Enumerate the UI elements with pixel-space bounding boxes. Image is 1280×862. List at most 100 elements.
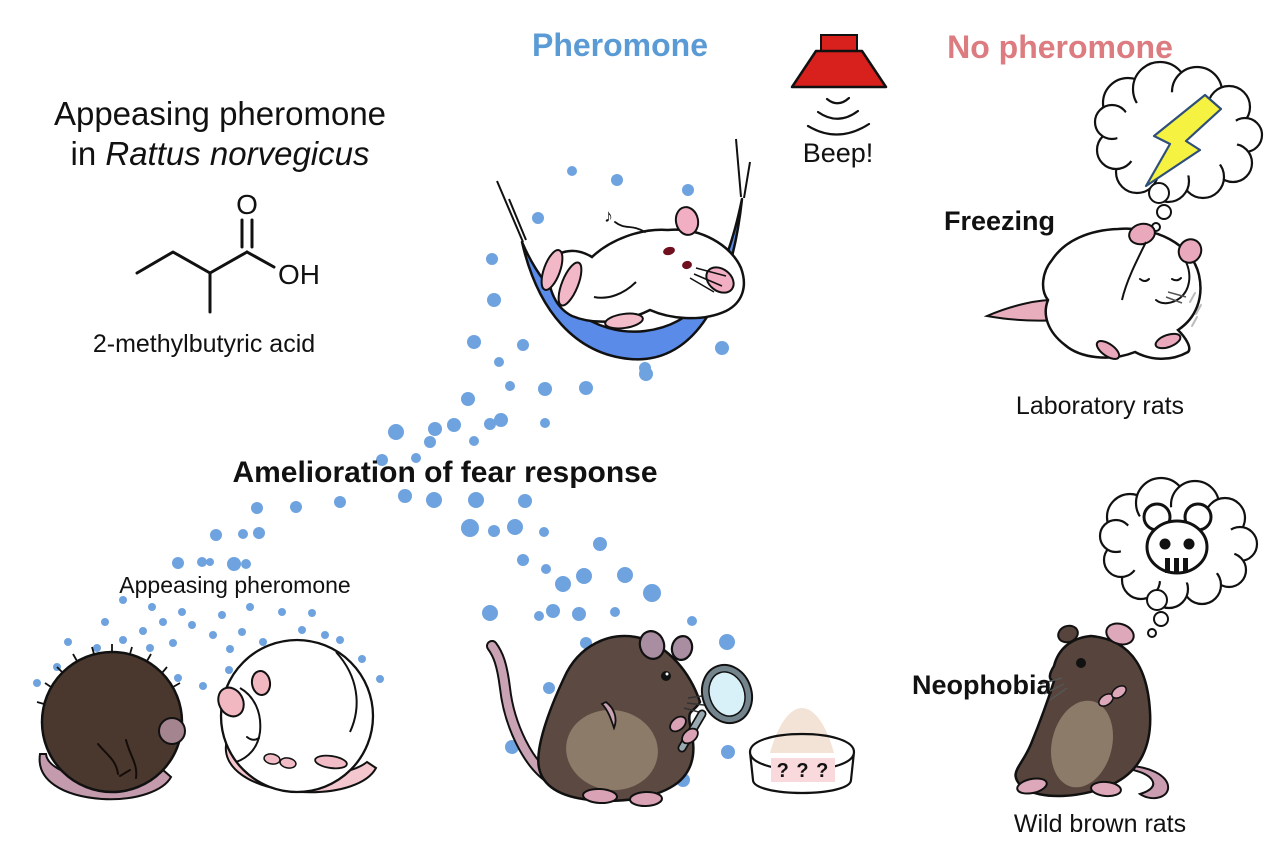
pheromone-dot [388, 424, 404, 440]
investigating-rat-paw [669, 715, 687, 733]
pheromone-dot [188, 621, 196, 629]
pheromone-dot [334, 496, 346, 508]
pheromone-dot [617, 567, 633, 583]
pheromone-dot [447, 418, 461, 432]
pheromone-dot [178, 608, 186, 616]
pheromone-dot [424, 436, 436, 448]
investigating-rat-eye-glint [665, 672, 669, 676]
hydroxyl-bond [245, 250, 276, 269]
relaxed-rat-nose [682, 260, 692, 270]
dish-rim-back [748, 732, 856, 753]
wild-brown-rats-label: Wild brown rats [1013, 810, 1187, 838]
pheromone-dot [540, 418, 550, 428]
pheromone-dot [611, 174, 623, 186]
main-title-line1: Appeasing pheromone [53, 95, 387, 132]
rat-skull-icon [1142, 502, 1213, 575]
pheromone-dot [719, 634, 735, 650]
lightning-bolt-icon [1144, 93, 1223, 188]
pheromone-dot [517, 554, 529, 566]
pheromone-dot [298, 626, 306, 634]
pheromone-dot [209, 631, 217, 639]
pheromone-dot [174, 674, 182, 682]
hammock-scene: ♪ [496, 138, 751, 361]
food-dish: ? ? ? [748, 708, 856, 795]
pheromone-dot [518, 494, 532, 508]
neophobia-rat-ear [1057, 624, 1079, 644]
pheromone-dot [226, 645, 234, 653]
pheromone-dot [411, 453, 421, 463]
relaxed-rat-body [546, 228, 746, 323]
pheromone-dot [467, 335, 481, 349]
pheromone-dot [172, 557, 184, 569]
relaxed-rat-arm-line [593, 281, 637, 299]
relaxed-rat-hind-leg [557, 261, 583, 307]
pheromone-dot [197, 557, 207, 567]
pheromone-dot [576, 568, 592, 584]
neophobia-rat-whiskers [1039, 677, 1068, 701]
pheromone-dot [461, 392, 475, 406]
neophobia-rat-foot [1090, 780, 1122, 798]
pheromone-dot [238, 529, 248, 539]
pheromone-dot [210, 529, 222, 541]
pheromone-dot [101, 618, 109, 626]
pheromone-dot [534, 611, 544, 621]
relaxed-rat-tail [604, 312, 644, 330]
pheromone-dot [146, 644, 154, 652]
curled-white-rat [217, 638, 378, 794]
curled-white-rat-ear [250, 670, 272, 696]
magnifier-lens-icon [700, 663, 754, 725]
speaker-horn [790, 49, 888, 89]
freezing-rat-body [1041, 227, 1202, 360]
neophobia-rat-paw [1111, 685, 1127, 699]
neophobia-rat [1014, 622, 1170, 800]
pheromone-dot [218, 611, 226, 619]
pheromone-dot [517, 339, 529, 351]
music-note-icon: ♪ [604, 206, 613, 226]
pheromone-dot [488, 525, 500, 537]
no-pheromone-column-header: No pheromone [947, 29, 1173, 65]
pheromone-dot [486, 253, 498, 265]
pheromone-dot [687, 616, 697, 626]
pheromone-dot [428, 422, 442, 436]
pheromone-dot [555, 576, 571, 592]
pheromone-dot [238, 628, 246, 636]
relaxed-rat-eye [663, 246, 675, 256]
pheromone-dot [358, 655, 366, 663]
relaxed-rat-whiskers [689, 267, 727, 293]
pheromone-dot [159, 618, 167, 626]
pheromone-dot [376, 675, 384, 683]
freezing-label: Freezing [944, 206, 1056, 236]
investigating-rat-arm-mark [600, 700, 617, 731]
pheromone-dot [532, 212, 544, 224]
investigating-rat-eye [661, 671, 671, 681]
pheromone-dot [593, 537, 607, 551]
appeasing-pheromone-label: Appeasing pheromone [119, 572, 351, 598]
pheromone-dot [206, 558, 214, 566]
pheromone-dot [639, 367, 653, 381]
speaker-base [820, 34, 858, 53]
carbon-chain [135, 250, 249, 275]
species-name: Rattus norvegicus [105, 134, 370, 172]
freezing-rat-arm-line [1121, 241, 1147, 301]
molecule-structure [135, 218, 276, 314]
pheromone-dot [33, 679, 41, 687]
shiver-marks [1189, 292, 1202, 327]
beep-label: Beep! [802, 138, 874, 168]
dish-question-marks: ? ? ? [777, 760, 830, 782]
atom-label-o: O [236, 189, 258, 220]
curled-white-rat-closed-eye [246, 736, 260, 741]
curled-brown-rat-ear [158, 717, 186, 745]
investigating-rat-belly [566, 709, 658, 791]
pheromone-dot [251, 502, 263, 514]
pheromone-column-header: Pheromone [531, 27, 709, 63]
pheromone-dot [541, 564, 551, 574]
freezing-rat-foot [1095, 340, 1121, 360]
freezing-rat [983, 222, 1203, 360]
curled-white-rat-ear [217, 686, 245, 718]
curled-white-rat-paw [279, 757, 297, 769]
pheromone-dot [336, 636, 344, 644]
curled-brown-rat-face-lines [97, 739, 138, 779]
pheromone-dot [715, 341, 729, 355]
neophobia-rat-ear [1105, 622, 1135, 646]
